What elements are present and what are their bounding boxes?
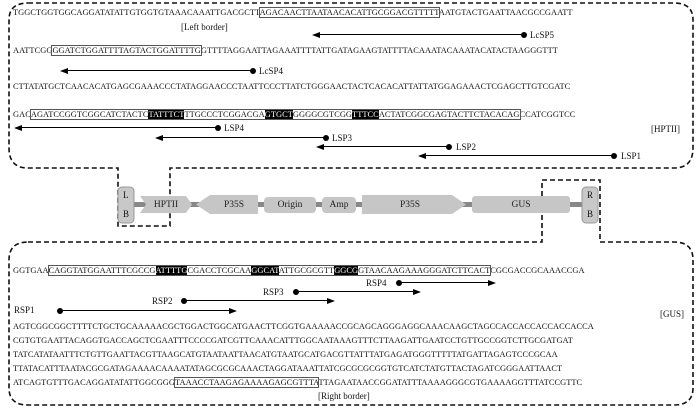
rsp2-dot [181,298,187,304]
rb-letter-b: B [587,209,594,219]
lcsp4-dot [250,68,256,74]
lsp3-arrowhead [155,135,163,141]
bottom-seq-line-1: GGTGAACAGGTATGGAATTTCGCCGATTTTGCGACCTCGC… [13,265,585,276]
lsp3-label: LSP3 [332,133,353,143]
lsp2-label: LSP2 [456,142,477,152]
rsp3-label: RSP3 [263,287,284,297]
rsp1-arrow [61,310,231,311]
bottom-seq-line-6: ATCAGTGTTTGACAGGATATATTGGCGGGTAAACCTAAGA… [13,377,583,388]
rsp3-arrow [297,291,415,292]
top-callout-outline [8,2,694,227]
lcsp5-site: AGACAACTTAATAACACATTGCGGACGTTTTT [258,7,440,18]
bottom-callout-outline [8,179,694,406]
amp-label: Amp [329,200,349,210]
lsp3-dot [323,135,329,141]
rb-box [581,186,599,224]
lb-letter-l: L [123,190,129,200]
hptii-primer-region: AGATCCGGTCGGCATCTACTCTATTTCTTTGCCCTCGGAC… [29,109,521,120]
bottom-seq-line-3: CGTGTGAATTACAGGTGACCAGCTCGAATTTCCCCGATCG… [13,336,573,345]
lcsp5-label: LcSP5 [530,30,555,40]
rsp2-arrow [185,300,329,301]
rsp1-dot [57,308,63,314]
lsp1-arrow [424,155,614,156]
gus-tag: [GUS] [660,309,684,319]
lcsp5-arrow [318,34,524,35]
rsp1-label: RSP1 [14,305,35,315]
rsp4-label: RSP4 [366,278,387,288]
top-seq-line-1: TGGCTGGTGGCAGGATATATTGTGGTGTAAACAAATTGAC… [13,7,573,18]
lcsp5-dot [521,32,527,38]
origin-label: Origin [277,200,303,210]
backbone-line [132,202,584,207]
p35s-right-label: P35S [399,200,421,210]
origin-feature [264,197,316,213]
lsp4-arrow [20,127,218,128]
lb-box [117,186,135,224]
rsp2-arrowhead [327,298,335,304]
top-seq-line-3: CTTATATGCTCAACACATGAGCGAAACCCTATAGGAACCC… [13,82,571,91]
rsp2-label: RSP2 [152,296,173,306]
rsp3-arrowhead [413,289,421,295]
lsp1-arrowhead [418,153,426,159]
gus-primer-region: CAGGTATGGAATTTCGCCGATTTTGCGACCTCGCAAGGCA… [47,265,492,276]
left-border-label: [Left border] [181,22,228,32]
rsp4-arrow [400,282,490,283]
lsp3-arrow [161,137,326,138]
rb-letter-r: R [587,190,594,200]
lsp1-label: LSP1 [621,151,642,161]
rsp1-arrowhead [229,308,237,314]
rsp3-dot [293,289,299,295]
right-border-label: [Right border] [318,391,370,401]
p35s-right-feature [362,195,466,214]
hptii-tag: [HPTII] [651,124,680,134]
hptii-feature [140,196,192,213]
lcsp4-label: LcSP4 [259,66,284,76]
right-border-site: TAAACCTAAGAGAAAAGAGCGTTTA [174,377,320,388]
lcsp5-arrowhead [312,32,320,38]
bottom-seq-line-4: TATCATATAATTTCTGTTGAATTACGTTAAGCATGTAATA… [13,350,558,359]
p35s-left-label: P35S [223,200,245,210]
lb-letter-b: B [123,209,130,219]
lcsp4-arrow [66,70,253,71]
lsp4-label: LSP4 [224,123,245,133]
p35s-left-feature [196,195,258,214]
lcsp4-site: GGATCTGGATTTTAGTACTGGATTTTG [51,45,202,56]
lsp2-arrowhead [316,144,324,150]
gus-feature [472,196,570,213]
lsp1-dot [611,153,617,159]
gus-label: GUS [511,200,531,210]
amp-feature [322,197,356,213]
hptii-label: HPTII [153,200,179,210]
rsp4-dot [396,280,402,286]
lsp4-dot [215,125,221,131]
bottom-seq-line-5: TTATACATTTAATACGCGATAGAAAACAAAATATAGCGCG… [13,364,563,373]
lsp2-dot [446,144,452,150]
lcsp4-arrowhead [60,68,68,74]
top-seq-line-2: AATTCGGGGATCTGGATTTTAGTACTGGATTTTGGTTTTA… [13,45,558,56]
top-seq-line-4: GACAGATCCGGTCGGCATCTACTCTATTTCTTTGCCCTCG… [13,109,576,120]
lsp2-arrow [322,146,449,147]
bottom-seq-line-2: AGTCGGCGGCTTTTCTGCTGCAAAAACGCTGGACTGGCAT… [13,322,594,331]
lsp4-arrowhead [14,125,22,131]
rsp4-arrowhead [488,280,496,286]
